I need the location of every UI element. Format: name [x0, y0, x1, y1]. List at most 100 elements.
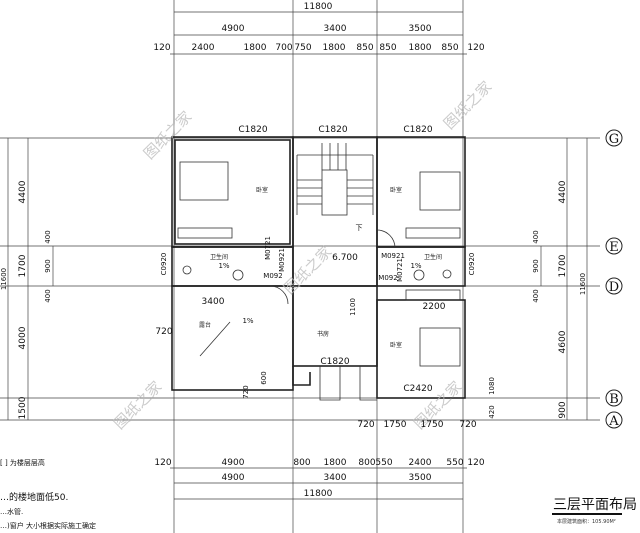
svg-text:720: 720 — [357, 420, 374, 430]
svg-text:1800: 1800 — [244, 43, 267, 53]
bed-icon — [419, 171, 461, 211]
bed-icon — [179, 161, 229, 201]
axis-label: A — [608, 414, 619, 429]
wardrobe-icon — [405, 289, 461, 301]
axis-label: G — [609, 132, 619, 147]
svg-text:C0920: C0920 — [468, 253, 476, 276]
svg-text:850: 850 — [379, 43, 396, 53]
svg-text:120: 120 — [467, 43, 484, 53]
svg-text:4900: 4900 — [222, 458, 245, 468]
svg-text:1%: 1% — [410, 262, 421, 270]
svg-text:4400: 4400 — [18, 180, 28, 203]
svg-text:1080: 1080 — [488, 377, 496, 395]
svg-text:900: 900 — [44, 259, 52, 272]
svg-text:2200: 2200 — [423, 302, 446, 312]
svg-text:…的楼地面低50.: …的楼地面低50. — [0, 491, 68, 503]
svg-text:1%: 1% — [218, 262, 229, 270]
svg-text:11800: 11800 — [304, 489, 333, 499]
svg-text:1500: 1500 — [18, 396, 28, 419]
notes: [ ] 为楼层层高 …的楼地面低50. …水管. …)窗户 大小根据实际施工确定 — [0, 458, 96, 530]
svg-text:11600: 11600 — [579, 273, 587, 295]
sink-icon — [232, 269, 244, 281]
wardrobe-icon — [177, 227, 233, 239]
stair-down-label: 下 — [356, 224, 363, 232]
axis-bubble-b — [605, 389, 623, 407]
furniture — [177, 161, 461, 367]
door-swing — [376, 229, 396, 249]
svg-text:700: 700 — [275, 43, 292, 53]
svg-text:2400: 2400 — [409, 458, 432, 468]
room-terrace: 露台 — [199, 321, 211, 329]
svg-text:800: 800 — [293, 458, 310, 468]
svg-text:M0921: M0921 — [381, 252, 405, 260]
svg-text:[ ] 为楼层层高: [ ] 为楼层层高 — [0, 458, 45, 467]
svg-text:750: 750 — [294, 43, 311, 53]
svg-text:600: 600 — [260, 371, 268, 384]
svg-text:1800: 1800 — [323, 43, 346, 53]
wardrobe-icon — [405, 227, 461, 239]
svg-text:720: 720 — [155, 327, 172, 337]
svg-text:550: 550 — [375, 458, 392, 468]
svg-text:C0920: C0920 — [160, 253, 168, 276]
svg-text:3400: 3400 — [324, 24, 347, 34]
svg-text:C2420: C2420 — [403, 384, 432, 394]
axis-grid — [0, 0, 600, 533]
svg-text:4400: 4400 — [558, 180, 568, 203]
svg-text:4900: 4900 — [222, 473, 245, 483]
svg-text:400: 400 — [44, 230, 52, 243]
svg-text:4900: 4900 — [222, 24, 245, 34]
top-dimensions: 11800 4900 3400 3500 120 2400 1800 700 7… — [153, 2, 484, 53]
svg-text:M092: M092 — [263, 272, 282, 280]
svg-text:3400: 3400 — [324, 473, 347, 483]
svg-text:C1820: C1820 — [318, 125, 347, 135]
room-labels: 卧室 卧室 卧室 卫生间 卫生间 露台 书房 6.700 下 3400 1% 1… — [199, 186, 446, 399]
svg-text:M0721: M0721 — [396, 258, 404, 282]
sink-icon — [413, 269, 425, 281]
svg-text:M092: M092 — [378, 274, 397, 282]
axis-bubble-d — [605, 277, 623, 295]
svg-text:…水管.: …水管. — [0, 507, 23, 516]
door-swing — [269, 285, 289, 305]
slope-arrow — [199, 321, 231, 357]
room-bathroom: 卫生间 — [210, 253, 228, 261]
axis-bubbles — [605, 129, 623, 429]
svg-text:3500: 3500 — [409, 24, 432, 34]
svg-text:400: 400 — [532, 230, 540, 243]
room-study: 书房 — [317, 330, 329, 338]
svg-text:3400: 3400 — [202, 297, 225, 307]
svg-text:1100: 1100 — [349, 298, 357, 316]
svg-text:图纸之家: 图纸之家 — [110, 378, 165, 433]
bottom-dimensions: 120 4900 800 1800 800 550 2400 550 120 4… — [154, 420, 484, 499]
room-bedroom: 卧室 — [256, 186, 268, 194]
svg-text:400: 400 — [44, 289, 52, 302]
svg-text:720: 720 — [459, 420, 476, 430]
svg-text:4600: 4600 — [558, 330, 568, 353]
svg-text:850: 850 — [441, 43, 458, 53]
axis-bubble-g — [605, 129, 623, 147]
svg-text:550: 550 — [446, 458, 463, 468]
svg-text:3500: 3500 — [409, 473, 432, 483]
svg-text:C1820: C1820 — [403, 125, 432, 135]
staircase — [296, 143, 374, 216]
floor-elevation: 6.700 — [332, 253, 358, 263]
svg-text:图纸之家: 图纸之家 — [280, 243, 335, 298]
toilet-icon — [182, 265, 192, 275]
svg-text:900: 900 — [532, 259, 540, 272]
svg-text:120: 120 — [153, 43, 170, 53]
svg-text:900: 900 — [558, 401, 568, 418]
svg-text:1%: 1% — [242, 317, 253, 325]
room-bathroom: 卫生间 — [424, 253, 442, 261]
axis-label: E — [609, 240, 619, 255]
svg-text:420: 420 — [488, 405, 496, 418]
svg-text:…)窗户 大小根据实际施工确定: …)窗户 大小根据实际施工确定 — [0, 521, 96, 530]
svg-text:1800: 1800 — [324, 458, 347, 468]
svg-text:1700: 1700 — [558, 254, 568, 277]
title-block: 三层平面布局 1: 本层建筑面积：105.90M² — [552, 497, 640, 525]
svg-text:M0721: M0721 — [264, 236, 272, 260]
svg-text:850: 850 — [356, 43, 373, 53]
svg-text:M0921: M0921 — [278, 248, 286, 272]
svg-text:C1820: C1820 — [238, 125, 267, 135]
svg-text:11800: 11800 — [304, 2, 333, 12]
axis-label: D — [609, 280, 619, 295]
svg-text:11600: 11600 — [0, 268, 8, 290]
